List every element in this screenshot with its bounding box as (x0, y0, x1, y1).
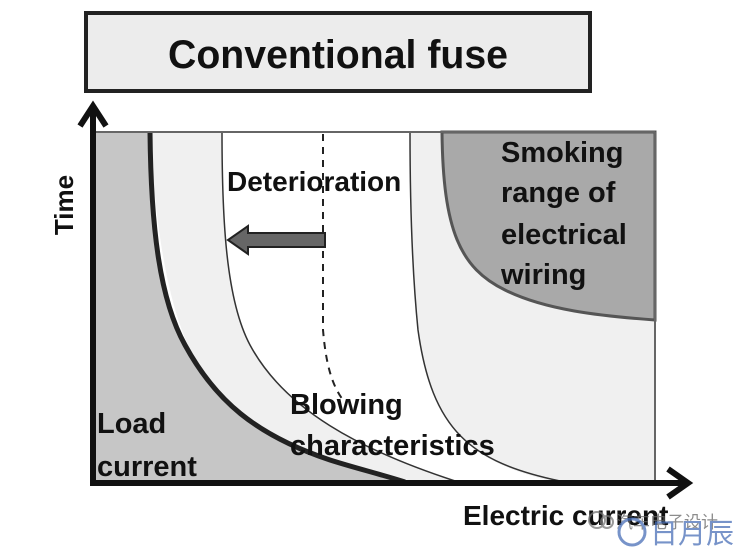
deterioration-label: Deterioration (227, 166, 401, 197)
blowing-label-line2: characteristics (290, 430, 495, 462)
watermark-text: 汽车电子设计 (616, 513, 718, 533)
load-current-label-line1: Load (97, 408, 166, 440)
light-band-left (150, 132, 455, 482)
y-axis-label: Time (49, 175, 79, 235)
load-current-region (94, 132, 400, 482)
x-axis-arrow-icon (666, 466, 694, 500)
blowing-label-line1: Blowing (290, 389, 403, 421)
load-current-curve (147, 131, 406, 485)
plot-area (94, 130, 657, 485)
smoking-label-line2: range of (501, 177, 616, 209)
x-axis-label: Electric current (463, 500, 668, 531)
deterioration-arrow-icon (226, 224, 326, 256)
watermark: 汽车电子设计 日月辰 (588, 511, 734, 550)
wechat-icon-small (600, 515, 614, 529)
title-frame (84, 11, 592, 93)
smoking-label-line1: Smoking (501, 137, 623, 169)
load-current-label-line2: current (97, 451, 197, 483)
dashed-reference-line (322, 134, 344, 401)
smoking-label-line3: electrical (501, 219, 627, 251)
brand-logo-icon (617, 517, 647, 547)
axes (77, 100, 694, 500)
y-axis-arrow-icon (77, 100, 109, 128)
blowing-curve-original (409, 131, 561, 482)
blowing-curve-deteriorated (221, 131, 456, 482)
brand-watermark: 日月辰 (650, 517, 734, 550)
diagram-title: Conventional fuse (168, 33, 508, 77)
title-box: Conventional fuse (84, 11, 592, 93)
wechat-icon (588, 511, 606, 529)
smoking-range-region (440, 130, 657, 322)
smoking-label-line4: wiring (500, 259, 586, 291)
